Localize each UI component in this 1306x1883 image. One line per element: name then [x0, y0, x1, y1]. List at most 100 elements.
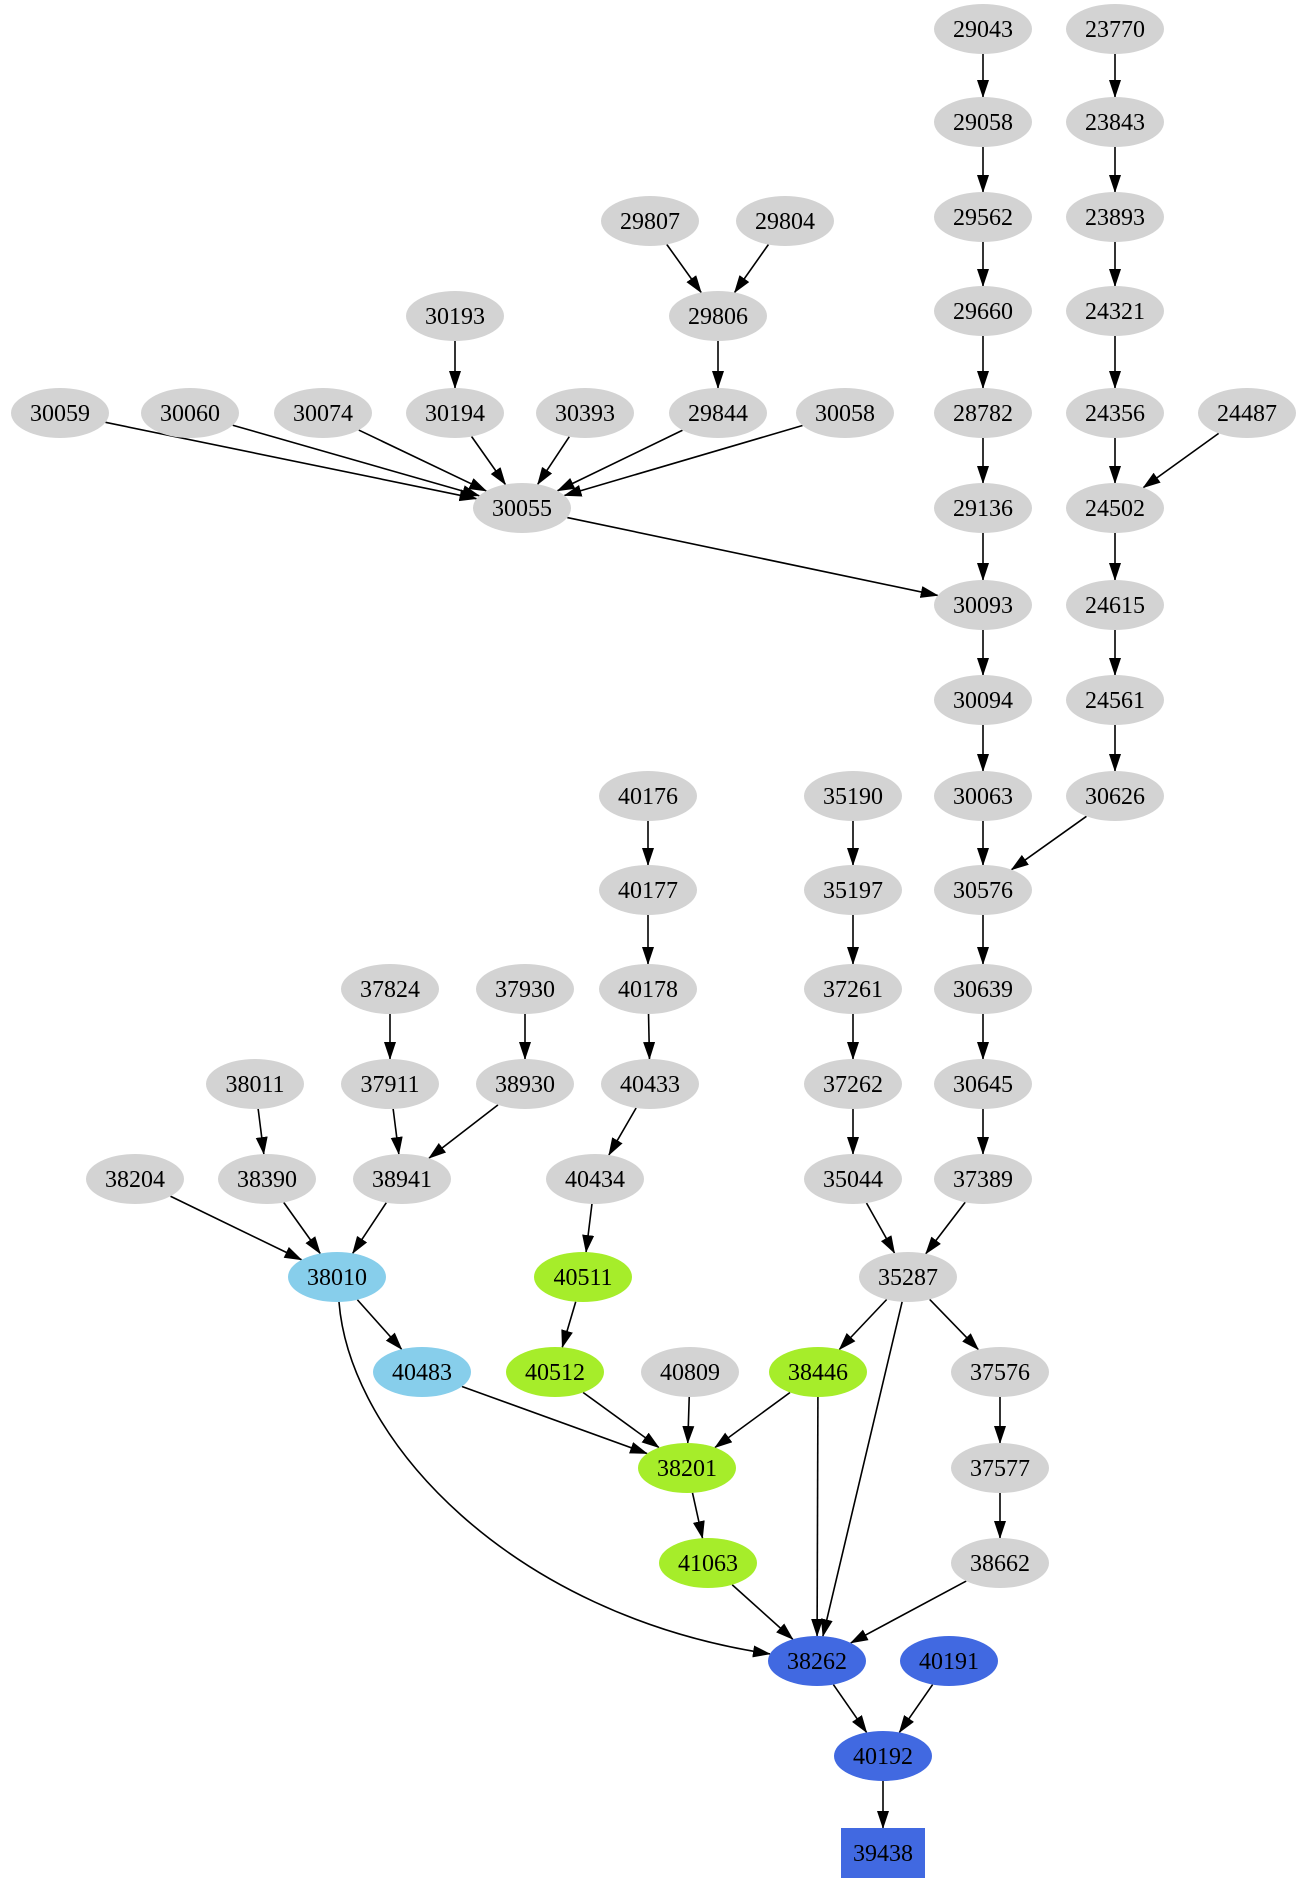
- node-shape-ellipse: [599, 964, 697, 1014]
- node-label: 24502: [1085, 496, 1145, 522]
- node-shape-ellipse: [934, 580, 1032, 630]
- graph-node-23770: 23770: [1066, 4, 1164, 54]
- graph-node-29844: 29844: [669, 388, 767, 438]
- node-label: 24615: [1085, 593, 1145, 619]
- edge-40512-38201: [582, 1391, 660, 1449]
- graph-node-38446: 38446: [769, 1347, 867, 1397]
- node-shape-ellipse: [341, 1059, 439, 1109]
- node-shape-ellipse: [934, 4, 1032, 54]
- node-label: 37576: [970, 1360, 1030, 1386]
- node-shape-ellipse: [796, 388, 894, 438]
- node-label: 40433: [620, 1072, 680, 1098]
- graph-node-38010: 38010: [288, 1252, 386, 1302]
- graph-node-29807: 29807: [601, 196, 699, 246]
- graph-node-39438: 39438: [841, 1828, 925, 1878]
- graph-node-40512: 40512: [506, 1347, 604, 1397]
- node-shape-ellipse: [804, 865, 902, 915]
- node-shape-ellipse: [1198, 388, 1296, 438]
- node-label: 41063: [678, 1551, 738, 1577]
- graph-node-38390: 38390: [218, 1154, 316, 1204]
- node-shape-ellipse: [804, 1059, 902, 1109]
- edge-37389-35287: [925, 1201, 966, 1255]
- edge-38010-40483: [356, 1299, 403, 1351]
- graph-node-40433: 40433: [601, 1059, 699, 1109]
- node-label: 30060: [160, 401, 220, 427]
- graph-node-40178: 40178: [599, 964, 697, 1014]
- edge-38390-38010: [283, 1202, 321, 1255]
- node-label: 40434: [565, 1167, 625, 1193]
- graph-node-37911: 37911: [341, 1059, 439, 1109]
- node-label: 30055: [492, 496, 552, 522]
- node-label: 30059: [30, 401, 90, 427]
- node-shape-ellipse: [1066, 4, 1164, 54]
- node-shape-ellipse: [1066, 97, 1164, 147]
- graph-node-40434: 40434: [546, 1154, 644, 1204]
- edge-38201-41063: [691, 1492, 705, 1540]
- node-label: 29043: [953, 17, 1013, 43]
- graph-node-38201: 38201: [638, 1443, 736, 1493]
- node-shape-ellipse: [659, 1538, 757, 1588]
- edge-38010-38262: [338, 1301, 771, 1658]
- node-label: 40483: [392, 1360, 452, 1386]
- graph-node-41063: 41063: [659, 1538, 757, 1588]
- node-shape-ellipse: [641, 1347, 739, 1397]
- node-label: 24487: [1217, 401, 1277, 427]
- node-label: 30639: [953, 977, 1013, 1003]
- graph-node-30194: 30194: [406, 388, 504, 438]
- edge-30393-30055: [537, 436, 570, 486]
- node-label: 38201: [657, 1456, 717, 1482]
- node-shape-ellipse: [859, 1252, 957, 1302]
- node-label: 40177: [618, 878, 678, 904]
- node-label: 35190: [823, 784, 883, 810]
- graph-node-38262: 38262: [768, 1636, 866, 1686]
- graph-node-37389: 37389: [934, 1154, 1032, 1204]
- node-label: 30074: [293, 401, 353, 427]
- node-shape-ellipse: [601, 1059, 699, 1109]
- graph-node-30626: 30626: [1066, 771, 1164, 821]
- edge-30060-30055: [232, 424, 481, 497]
- node-shape-ellipse: [804, 964, 902, 1014]
- edge-37911-38941: [390, 1108, 403, 1156]
- node-shape-ellipse: [934, 192, 1032, 242]
- node-shape-ellipse: [900, 1636, 998, 1686]
- node-shape-ellipse: [934, 675, 1032, 725]
- edge-40191-40192: [898, 1684, 934, 1734]
- node-label: 38941: [372, 1167, 432, 1193]
- node-label: 38390: [237, 1167, 297, 1193]
- graph-node-40176: 40176: [599, 771, 697, 821]
- node-label: 38662: [970, 1551, 1030, 1577]
- node-shape-ellipse: [473, 483, 571, 533]
- edge-38930-38941: [428, 1104, 499, 1159]
- edge-30194-30055: [470, 436, 507, 486]
- node-shape-ellipse: [934, 771, 1032, 821]
- node-label: 30393: [555, 401, 615, 427]
- edge-40433-40434: [608, 1107, 637, 1156]
- node-label: 29660: [953, 299, 1013, 325]
- node-shape-ellipse: [353, 1154, 451, 1204]
- graph-node-37262: 37262: [804, 1059, 902, 1109]
- graph-node-37576: 37576: [951, 1347, 1049, 1397]
- node-label: 29806: [688, 304, 748, 330]
- node-label: 23770: [1085, 17, 1145, 43]
- node-label: 40191: [919, 1649, 979, 1675]
- edge-38941-38010: [352, 1202, 387, 1255]
- node-label: 23843: [1085, 110, 1145, 136]
- graph-node-29562: 29562: [934, 192, 1032, 242]
- node-shape-ellipse: [206, 1059, 304, 1109]
- edge-24487-24502: [1142, 432, 1220, 489]
- node-shape-ellipse: [934, 865, 1032, 915]
- edge-35287-38262: [820, 1301, 903, 1638]
- node-label: 35287: [878, 1265, 938, 1291]
- node-shape-ellipse: [934, 97, 1032, 147]
- edge-38446-38262: [811, 1396, 824, 1637]
- edge-40511-40512: [561, 1301, 577, 1349]
- node-shape-ellipse: [601, 196, 699, 246]
- node-label: 37824: [360, 977, 420, 1003]
- node-label: 37389: [953, 1167, 1013, 1193]
- graph-node-38662: 38662: [951, 1538, 1049, 1588]
- graph-node-29804: 29804: [736, 196, 834, 246]
- edge-29807-29806: [666, 244, 702, 294]
- node-shape-ellipse: [476, 1059, 574, 1109]
